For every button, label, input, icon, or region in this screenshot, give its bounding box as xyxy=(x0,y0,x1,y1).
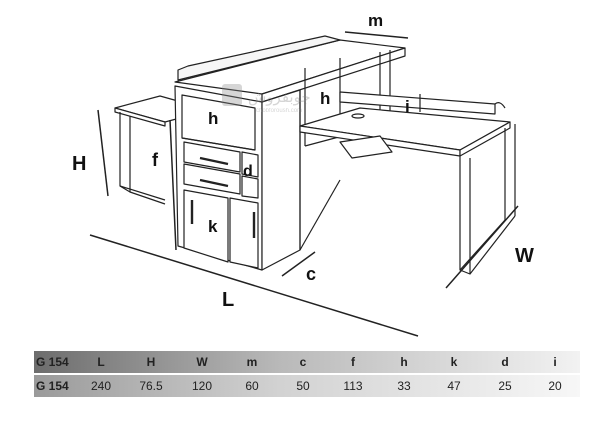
label-i: i xyxy=(405,97,410,116)
spec-header-i: i xyxy=(553,355,557,369)
spec-header-d: d xyxy=(501,355,509,369)
label-c: c xyxy=(306,264,316,284)
spec-header-f: f xyxy=(351,355,355,369)
label-m: m xyxy=(368,11,383,30)
spec-value-k: 47 xyxy=(447,379,461,393)
spec-header-k: k xyxy=(450,355,458,369)
spec-header-W: W xyxy=(196,355,208,369)
spec-value-row: G 154 240 76.5 120 60 50 113 33 47 25 20 xyxy=(34,375,580,397)
right-desk xyxy=(299,107,516,275)
workstation-dimension-drawing: جوبفروش chobforoush.com m h h i H f d k … xyxy=(72,11,534,337)
spec-value-d: 25 xyxy=(498,379,512,393)
label-h-top: h xyxy=(320,89,330,108)
spec-header-h: h xyxy=(400,355,408,369)
spec-header-L: L xyxy=(97,355,105,369)
label-h-shelf: h xyxy=(208,109,218,128)
label-f: f xyxy=(152,150,159,170)
pedestal-cabinet xyxy=(174,85,341,271)
spec-header-model: G 154 xyxy=(36,355,69,369)
spec-header-c: c xyxy=(299,355,307,369)
dimension-spec-table: G 154 L H W m c f h k d i G 154 240 76.5… xyxy=(34,351,580,397)
dimension-lines xyxy=(89,31,519,337)
spec-header-H: H xyxy=(146,355,156,369)
spec-value-f: 113 xyxy=(343,379,363,393)
spec-value-c: 50 xyxy=(296,379,310,393)
label-L: L xyxy=(222,289,234,311)
spec-value-W: 120 xyxy=(191,379,213,393)
watermark-subtext: chobforoush.com xyxy=(256,108,302,114)
spec-value-model: G 154 xyxy=(36,379,69,393)
spec-value-i: 20 xyxy=(548,379,562,393)
spec-header-m: m xyxy=(246,355,258,369)
label-k: k xyxy=(208,217,218,236)
spec-value-H: 76.5 xyxy=(139,379,163,393)
label-H: H xyxy=(72,153,86,175)
spec-header-row: G 154 L H W m c f h k d i xyxy=(34,351,580,373)
spec-value-L: 240 xyxy=(90,379,112,393)
watermark-logo: جوبفروش chobforoush.com xyxy=(222,84,311,114)
label-d: d xyxy=(243,163,253,180)
label-W: W xyxy=(515,245,534,267)
privacy-screen xyxy=(339,91,506,115)
watermark-text: جوبفروش xyxy=(248,89,311,106)
spec-value-m: 60 xyxy=(245,379,259,393)
spec-value-h: 33 xyxy=(397,379,411,393)
